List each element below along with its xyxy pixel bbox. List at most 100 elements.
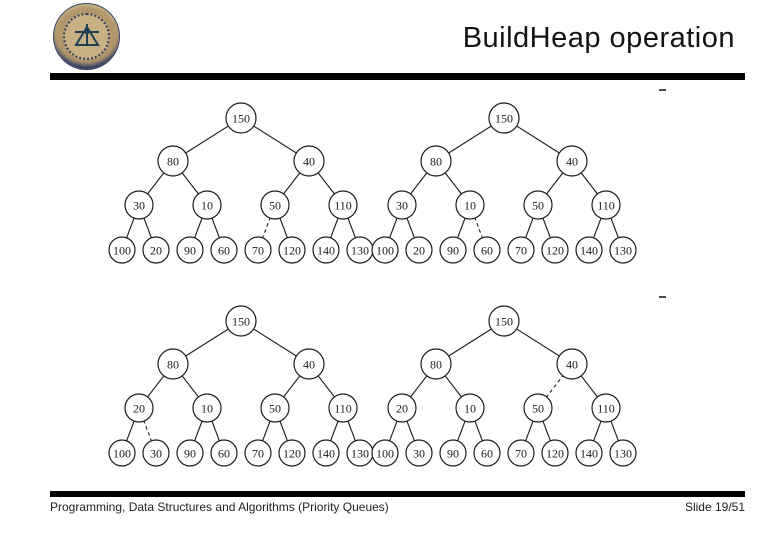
heap-node-value: 50 [269, 198, 281, 212]
heap-node [405, 439, 433, 467]
heap-node-value: 140 [317, 243, 335, 257]
heap-node-value: 120 [546, 446, 564, 460]
heap-node [278, 439, 306, 467]
heap-node-value: 110 [334, 198, 352, 212]
heap-node [575, 236, 603, 264]
heap-node-value: 50 [532, 401, 544, 415]
heap-node [225, 305, 257, 337]
heap-node [293, 348, 325, 380]
heap-node-value: 60 [218, 446, 230, 460]
heap-node [523, 190, 553, 220]
heap-node [591, 190, 621, 220]
heap-node-value: 70 [252, 243, 264, 257]
heap-node-value: 120 [283, 243, 301, 257]
heap-node-value: 120 [283, 446, 301, 460]
heap-node [293, 145, 325, 177]
heap-node-value: 30 [150, 446, 162, 460]
footer-slide-number: Slide 19/51 [684, 500, 745, 514]
heap-node-value: 100 [376, 243, 394, 257]
heap-node-value: 30 [133, 198, 145, 212]
heap-node-value: 140 [317, 446, 335, 460]
heap-node [609, 236, 637, 264]
heap-node-value: 80 [167, 154, 179, 168]
heap-node-value: 150 [495, 314, 513, 328]
heap-node [609, 439, 637, 467]
heap-node-value: 150 [232, 111, 250, 125]
heap-node-value: 40 [566, 154, 578, 168]
heap-node-value: 60 [481, 446, 493, 460]
page-title: BuildHeap operation [462, 22, 735, 54]
heap-node-value: 70 [515, 243, 527, 257]
heap-node [192, 190, 222, 220]
heap-node-value: 140 [580, 446, 598, 460]
heap-node [176, 439, 204, 467]
heap-node-value: 40 [303, 154, 315, 168]
heap-node [108, 439, 136, 467]
heap-node-value: 40 [303, 357, 315, 371]
heap-node [328, 190, 358, 220]
heap-node [488, 102, 520, 134]
heap-node [591, 393, 621, 423]
heap-node [142, 236, 170, 264]
heap-node-value: 100 [113, 243, 131, 257]
heap-node-value: 90 [184, 243, 196, 257]
heap-node-value: 70 [252, 446, 264, 460]
heap-node-value: 110 [597, 198, 615, 212]
heap-node [157, 348, 189, 380]
heap-node [244, 236, 272, 264]
heap-node-value: 50 [269, 401, 281, 415]
heap-node-value: 20 [150, 243, 162, 257]
heap-node [124, 190, 154, 220]
heap-node-value: 60 [218, 243, 230, 257]
heap-node-value: 110 [334, 401, 352, 415]
heap-node-value: 30 [413, 446, 425, 460]
heap-node [108, 236, 136, 264]
heap-node-value: 110 [597, 401, 615, 415]
heap-node-value: 90 [184, 446, 196, 460]
heap-node-value: 120 [546, 243, 564, 257]
heap-node [455, 393, 485, 423]
heap-node-value: 100 [376, 446, 394, 460]
heap-node-value: 150 [495, 111, 513, 125]
heap-node [541, 439, 569, 467]
seal-inner-disc [63, 13, 110, 60]
heap-node [473, 236, 501, 264]
heap-node [556, 348, 588, 380]
heap-node [312, 236, 340, 264]
heap-node [387, 190, 417, 220]
heap-node [556, 145, 588, 177]
heap-node [278, 236, 306, 264]
heap-node [260, 190, 290, 220]
heap-node [507, 439, 535, 467]
heap-node [541, 236, 569, 264]
heap-node-value: 130 [614, 446, 632, 460]
heap-node [575, 439, 603, 467]
heap-node [371, 439, 399, 467]
heap-node [192, 393, 222, 423]
heap-node [176, 236, 204, 264]
footer-divider [50, 491, 745, 497]
heap-node-value: 30 [396, 198, 408, 212]
heap-node [420, 145, 452, 177]
heap-node-value: 10 [201, 198, 213, 212]
heap-node [488, 305, 520, 337]
heap-node-value: 60 [481, 243, 493, 257]
heap-node [124, 393, 154, 423]
heap-node-value: 10 [464, 401, 476, 415]
heap-node-value: 150 [232, 314, 250, 328]
heap-node [405, 236, 433, 264]
heap-node-value: 20 [396, 401, 408, 415]
heap-node-value: 80 [430, 357, 442, 371]
heap-node [455, 190, 485, 220]
heap-node [473, 439, 501, 467]
heap-node [225, 102, 257, 134]
heap-node-value: 40 [566, 357, 578, 371]
heap-node [210, 439, 238, 467]
heap-node [523, 393, 553, 423]
footer-course-text: Programming, Data Structures and Algorit… [50, 500, 389, 514]
